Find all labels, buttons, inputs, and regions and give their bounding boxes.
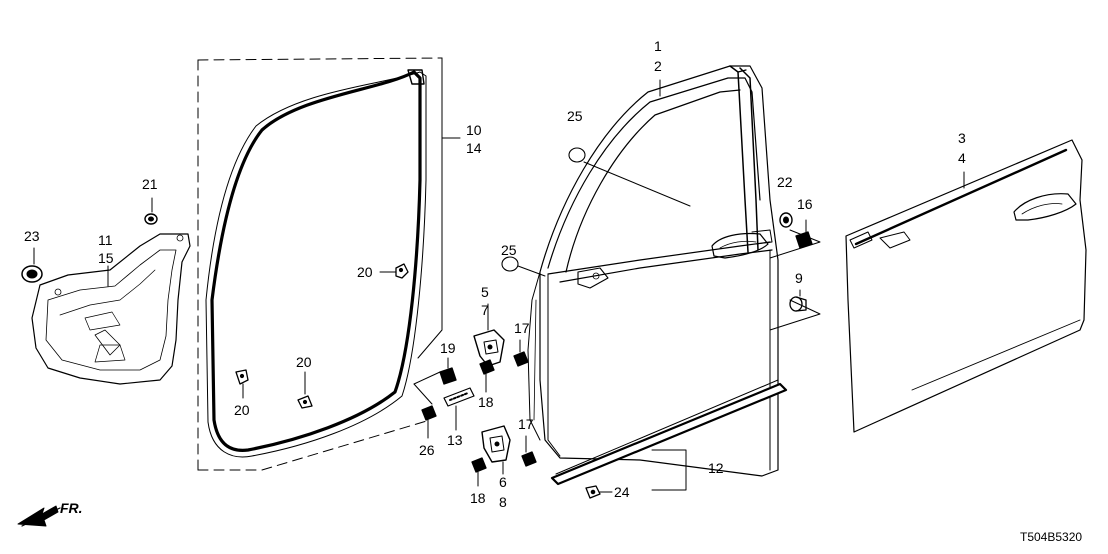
callout-8: 8 xyxy=(499,494,507,510)
door-outer-panel xyxy=(845,139,1087,433)
clip-part-24 xyxy=(585,485,613,499)
clip-part-20-upper xyxy=(379,263,409,279)
bolt-part-18-upper xyxy=(479,359,495,393)
callout-24: 24 xyxy=(614,484,630,500)
callout-11: 11 xyxy=(98,232,113,248)
callout-3: 3 xyxy=(958,130,966,146)
callout-20-lower: 20 xyxy=(296,354,312,370)
seal-part-25-upper xyxy=(568,147,586,163)
bracket-part-16-lines xyxy=(769,229,821,259)
callout-9: 9 xyxy=(795,270,803,286)
callout-26: 26 xyxy=(419,442,435,458)
callout-17-lower: 17 xyxy=(518,416,534,432)
callout-18-upper: 18 xyxy=(478,394,494,410)
weatherstrip-bracket-box xyxy=(197,57,443,471)
callout-23: 23 xyxy=(24,228,40,244)
front-direction-label: FR. xyxy=(60,500,83,516)
callout-10: 10 xyxy=(466,122,482,138)
door-inner-plate xyxy=(31,233,191,385)
callout-20-upper: 20 xyxy=(357,264,373,280)
grommet-part-23 xyxy=(21,265,43,283)
callout-7: 7 xyxy=(481,302,489,318)
bolt-part-17-lower xyxy=(521,435,537,467)
callout-15: 15 xyxy=(98,250,114,266)
callout-25-upper: 25 xyxy=(567,108,583,124)
callout-13: 13 xyxy=(447,432,463,448)
plate-leaders xyxy=(33,197,153,287)
fastener-group-bracket xyxy=(413,371,441,405)
callout-18-lower: 18 xyxy=(470,490,486,506)
door-checker-part-13 xyxy=(443,387,475,431)
callout-16: 16 xyxy=(797,196,813,212)
upper-hinge xyxy=(473,303,505,367)
diagram-code: T504B5320 xyxy=(1020,530,1083,544)
bolt-part-19 xyxy=(439,357,457,385)
plug-part-9 xyxy=(789,289,807,312)
front-door-body xyxy=(527,65,779,477)
door-weatherstrip xyxy=(205,69,427,458)
callout-6: 6 xyxy=(499,474,507,490)
cap-part-16 xyxy=(795,219,813,249)
callout-21: 21 xyxy=(142,176,158,192)
bolt-part-26 xyxy=(421,405,437,439)
lower-hinge xyxy=(481,425,511,475)
callout-5: 5 xyxy=(481,284,489,300)
grommet-part-22 xyxy=(779,212,793,228)
callout-25-lower: 25 xyxy=(501,242,517,258)
clip-part-20-lower xyxy=(297,371,313,409)
callout-19: 19 xyxy=(440,340,456,356)
callout-22: 22 xyxy=(777,174,793,190)
callout-12: 12 xyxy=(708,460,724,476)
callout-20-left: 20 xyxy=(234,402,250,418)
callout-4: 4 xyxy=(958,150,966,166)
callout-17-upper: 17 xyxy=(514,320,530,336)
bracket-part-9-lines xyxy=(769,299,821,331)
bolt-part-17-upper xyxy=(513,339,529,367)
seal-part-25-lower xyxy=(501,256,546,277)
callout-1: 1 xyxy=(654,38,662,54)
door-molding xyxy=(550,379,788,491)
weatherstrip-leader xyxy=(417,57,461,359)
clip-part-20-left xyxy=(235,369,249,399)
callout-2: 2 xyxy=(654,58,662,74)
front-direction-arrow-icon xyxy=(17,505,61,527)
grommet-part-21 xyxy=(144,213,158,225)
callout-14: 14 xyxy=(466,140,482,156)
bolt-part-18-lower xyxy=(471,457,487,487)
